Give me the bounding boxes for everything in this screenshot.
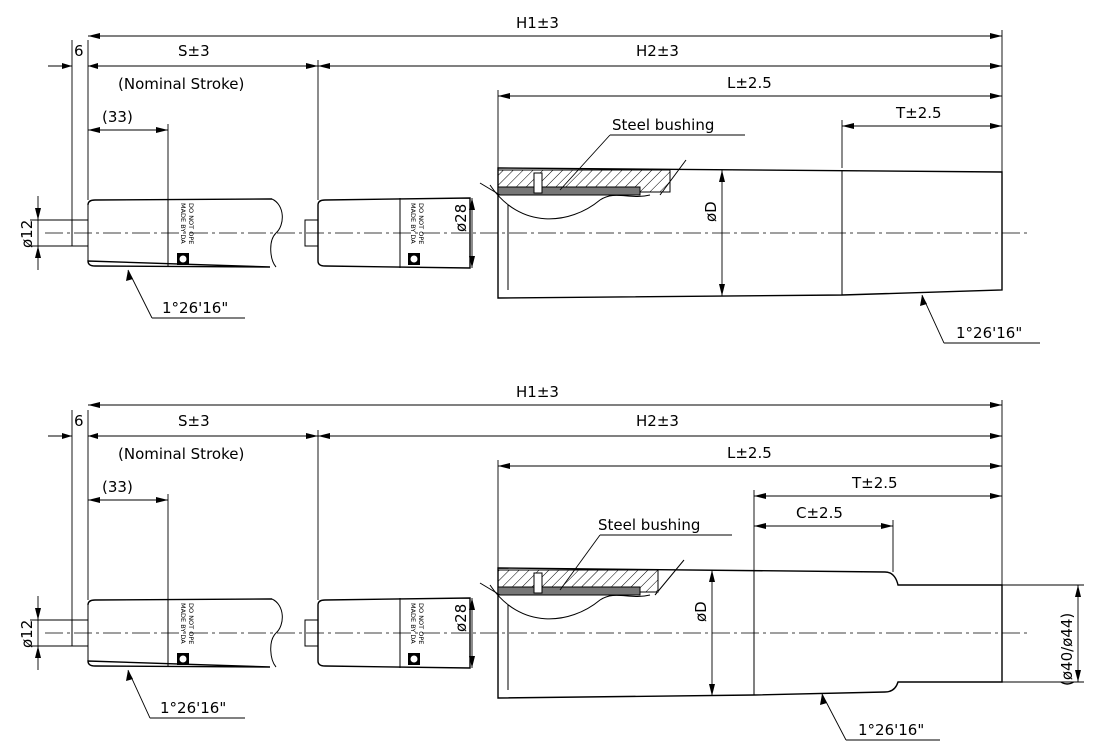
dim-h2-label: H2±3 bbox=[636, 42, 679, 60]
dim-h2-label: H2±3 bbox=[636, 412, 679, 430]
taper-body-label: 1°26'16" bbox=[956, 324, 1022, 342]
dim-d28: ø28 bbox=[452, 198, 475, 268]
dim-h1: H1±3 bbox=[88, 383, 1003, 585]
dim-d12: ø12 bbox=[18, 596, 72, 670]
dim-c-label: C±2.5 bbox=[796, 504, 843, 522]
view-stepped: MADE BY DA DO NOT OPE MADE BY DA DO NOT … bbox=[18, 383, 1084, 741]
taper-body-leader: 1°26'16" bbox=[920, 294, 1040, 344]
piston-rod-right bbox=[304, 197, 471, 269]
dim-h1: H1±3 bbox=[88, 14, 1003, 172]
dim-dd: øD bbox=[702, 170, 725, 296]
taper-body-label: 1°26'16" bbox=[858, 721, 924, 739]
bushing-label: Steel bushing bbox=[612, 116, 714, 134]
stamp-text-3: MADE BY DA bbox=[409, 203, 417, 244]
brand-stamp: MADE BY DA DO NOT OPE MADE BY DA DO NOT … bbox=[177, 203, 425, 265]
dim-6: 6 bbox=[48, 40, 98, 220]
piston-rod-left bbox=[71, 598, 283, 668]
dim-6: 6 bbox=[48, 410, 98, 620]
brand-logo-icon bbox=[177, 653, 189, 665]
dim-33: (33) bbox=[88, 108, 169, 199]
stamp-text-4: DO NOT OPE bbox=[417, 603, 425, 644]
dim-33-label: (33) bbox=[102, 478, 133, 496]
dim-t-label: T±2.5 bbox=[895, 104, 942, 122]
dim-s-label: S±3 bbox=[178, 412, 210, 430]
bushing-leader: Steel bushing bbox=[559, 116, 745, 191]
taper-rod-label: 1°26'16" bbox=[162, 299, 228, 317]
dim-dd-label: øD bbox=[692, 601, 710, 622]
dim-h2: H2±3 bbox=[318, 42, 1002, 69]
dim-33-label: (33) bbox=[102, 108, 133, 126]
cylinder-body bbox=[479, 559, 1003, 699]
dim-s-note: (Nominal Stroke) bbox=[118, 445, 244, 463]
stamp-text-3: MADE BY DA bbox=[409, 603, 417, 644]
bushing-label: Steel bushing bbox=[598, 516, 700, 534]
steel-bushing bbox=[497, 186, 641, 196]
dim-d4044: (ø40/ø44) bbox=[1002, 584, 1084, 686]
piston-rod-right bbox=[304, 597, 471, 669]
stamp-text-4: DO NOT OPE bbox=[417, 203, 425, 244]
dim-l-label: L±2.5 bbox=[727, 444, 772, 462]
cylinder-body bbox=[479, 159, 1003, 299]
taper-rod-label: 1°26'16" bbox=[160, 699, 226, 717]
bushing-pin bbox=[533, 572, 543, 594]
dim-t: T±2.5 bbox=[841, 104, 1002, 168]
dim-l-label: L±2.5 bbox=[727, 74, 772, 92]
brand-logo-icon bbox=[408, 653, 420, 665]
taper-body-leader: 1°26'16" bbox=[820, 693, 940, 741]
dim-dd: øD bbox=[692, 570, 715, 696]
dim-t-label: T±2.5 bbox=[851, 474, 898, 492]
dim-s: S±3 (Nominal Stroke) bbox=[88, 42, 319, 200]
stamp-text-2: DO NOT OPE bbox=[187, 603, 195, 644]
stamp-text-1: MADE BY DA bbox=[179, 603, 187, 644]
dim-s-note: (Nominal Stroke) bbox=[118, 75, 244, 93]
bushing-pin bbox=[533, 172, 543, 194]
dim-d12: ø12 bbox=[18, 196, 72, 270]
dim-h2: H2±3 bbox=[318, 412, 1002, 439]
steel-bushing bbox=[497, 586, 641, 596]
view-standard: MADE BY DA DO NOT OPE MADE BY DA DO NOT … bbox=[18, 14, 1040, 344]
dim-h1-label: H1±3 bbox=[516, 383, 559, 401]
dim-d12-label: ø12 bbox=[18, 620, 36, 648]
stamp-text-1: MADE BY DA bbox=[179, 203, 187, 244]
stamp-text-2: DO NOT OPE bbox=[187, 203, 195, 244]
dim-l: L±2.5 bbox=[497, 74, 1002, 168]
bushing-leader: Steel bushing bbox=[559, 516, 732, 591]
brand-stamp: MADE BY DA DO NOT OPE MADE BY DA DO NOT … bbox=[177, 603, 425, 665]
dim-d28-label: ø28 bbox=[452, 204, 470, 232]
dim-d4044-label: (ø40/ø44) bbox=[1058, 613, 1076, 686]
dim-d12-label: ø12 bbox=[18, 220, 36, 248]
dim-s-label: S±3 bbox=[178, 42, 210, 60]
dim-6-label: 6 bbox=[74, 412, 84, 430]
brand-logo-icon bbox=[177, 253, 189, 265]
dim-c: C±2.5 bbox=[754, 504, 894, 572]
brand-logo-icon bbox=[408, 253, 420, 265]
dim-d28-label: ø28 bbox=[452, 604, 470, 632]
dim-6-label: 6 bbox=[74, 42, 84, 60]
dim-33: (33) bbox=[88, 478, 169, 599]
dim-h1-label: H1±3 bbox=[516, 14, 559, 32]
taper-rod-leader: 1°26'16" bbox=[126, 269, 245, 319]
dim-t: T±2.5 bbox=[753, 474, 1002, 570]
piston-rod-left bbox=[71, 198, 283, 268]
dim-dd-label: øD bbox=[702, 201, 720, 222]
taper-rod-leader: 1°26'16" bbox=[126, 669, 245, 719]
dim-d28: ø28 bbox=[452, 598, 475, 668]
dim-s: S±3 (Nominal Stroke) bbox=[88, 412, 319, 600]
dim-l: L±2.5 bbox=[497, 444, 1002, 568]
